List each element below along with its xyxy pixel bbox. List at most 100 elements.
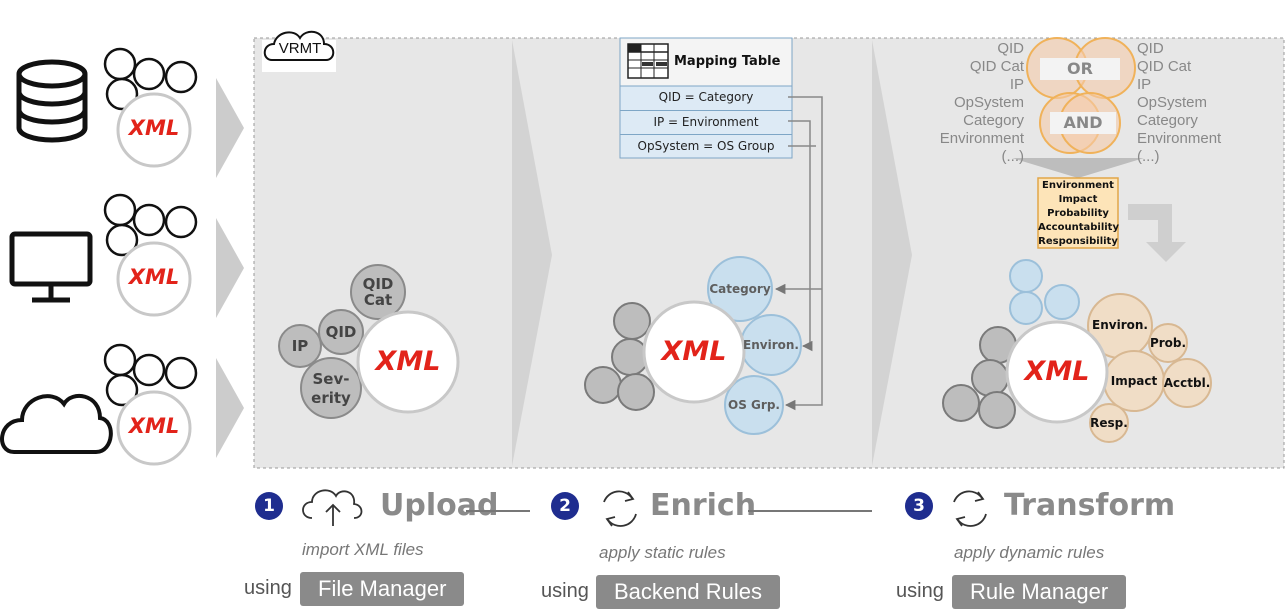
logic-right-field: (...) bbox=[1137, 148, 1160, 165]
result-item: Responsibility bbox=[1038, 236, 1118, 247]
upload-xml-circle bbox=[356, 310, 460, 414]
logic-right-field: IP bbox=[1137, 76, 1152, 93]
logic-left-field: (...) bbox=[1001, 148, 1025, 165]
transform-grey-bubbles bbox=[942, 326, 1017, 429]
enrich-label-osgroup: OS Grp. bbox=[728, 398, 780, 412]
upload-label-ip: IP bbox=[291, 337, 309, 355]
step-3-badge: 3 bbox=[905, 492, 933, 520]
result-bend-arrow bbox=[1128, 204, 1186, 262]
and-label: AND bbox=[1063, 113, 1103, 132]
enrich-label-category: Category bbox=[709, 282, 771, 296]
upload-bubble-ip bbox=[278, 324, 322, 368]
step-2-title: Enrich bbox=[650, 488, 757, 523]
input-xml-group-1 bbox=[103, 47, 198, 111]
upload-label-qidcat: QID Cat bbox=[362, 275, 394, 309]
step-3-title: Transform bbox=[1004, 488, 1176, 523]
mapping-table-title: Mapping Table bbox=[674, 54, 781, 69]
transform-tan-bubbles bbox=[1087, 293, 1212, 443]
xml-circle-2 bbox=[116, 241, 192, 317]
logic-left-field: IP bbox=[1009, 76, 1024, 93]
cloud-upload-icon bbox=[302, 489, 363, 526]
monitor-icon bbox=[9, 231, 93, 303]
enrich-xml-circle bbox=[642, 300, 746, 404]
step-3-using-label: using bbox=[896, 580, 944, 602]
mapping-connectors bbox=[774, 96, 823, 411]
transform-label-environ: Environ. bbox=[1092, 318, 1148, 332]
logic-right-field: QID bbox=[1137, 40, 1164, 57]
xml-label-input-1: XML bbox=[128, 116, 180, 140]
logic-left-field: QID bbox=[997, 40, 1024, 57]
cloud-icon bbox=[0, 394, 113, 454]
enrich-label-environ: Environ. bbox=[743, 338, 799, 352]
result-items: Environment Impact Probability Accountab… bbox=[1038, 179, 1119, 249]
step-2-using-label: using bbox=[541, 580, 589, 602]
sync-icon-2 bbox=[953, 490, 987, 527]
mapping-row: OpSystem = OS Group bbox=[620, 134, 792, 157]
xml-label-enrich: XML bbox=[661, 336, 727, 367]
logic-left-field: QID Cat bbox=[969, 58, 1024, 75]
sync-icon-1 bbox=[603, 490, 637, 527]
xml-label-input-3: XML bbox=[128, 414, 180, 438]
result-item: Accountability bbox=[1038, 222, 1119, 233]
transform-label-acctbl: Acctbl. bbox=[1163, 376, 1211, 390]
step-connector-1 bbox=[466, 510, 530, 512]
upload-bubble-qid bbox=[318, 309, 364, 355]
enrich-bubble-category bbox=[707, 256, 773, 322]
xml-circle-3 bbox=[116, 390, 192, 466]
database-icon bbox=[16, 59, 88, 143]
upload-label-severity-line1: Sev- bbox=[312, 370, 350, 388]
rule-manager-label: Rule Manager bbox=[952, 575, 1127, 609]
vrmt-logo-text: VRMT bbox=[278, 40, 322, 57]
transform-label-resp: Resp. bbox=[1090, 416, 1128, 430]
logic-down-arrow bbox=[1012, 158, 1144, 178]
input-arrow-1 bbox=[216, 78, 244, 178]
transform-label-prob: Prob. bbox=[1149, 336, 1187, 350]
input-xml-group-3 bbox=[103, 343, 198, 407]
logic-right-field: Category bbox=[1137, 112, 1198, 129]
step-2-badge: 2 bbox=[551, 492, 579, 520]
xml-circle-1 bbox=[116, 92, 192, 168]
result-box bbox=[1037, 177, 1119, 249]
mapping-row: IP = Environment bbox=[620, 110, 792, 133]
logic-right-fields: QID QID Cat IP OpSystem Category Environ… bbox=[1137, 40, 1257, 166]
and-label-bg bbox=[1050, 112, 1116, 134]
upload-label-qid: QID bbox=[325, 323, 357, 341]
step-1-title: Upload bbox=[380, 488, 499, 523]
cloud-logo-icon bbox=[262, 30, 336, 72]
transform-xml-circle bbox=[1005, 320, 1109, 424]
logic-left-field: Environment bbox=[939, 130, 1024, 147]
separator-chevron-2 bbox=[872, 40, 912, 466]
xml-label-transform: XML bbox=[1024, 356, 1090, 387]
logic-right-field: Environment bbox=[1137, 130, 1222, 147]
logic-left-fields: QID QID Cat IP OpSystem Category Environ… bbox=[910, 40, 1024, 166]
input-arrow-3 bbox=[216, 358, 244, 458]
upload-bubble-qidcat bbox=[350, 264, 406, 320]
or-label: OR bbox=[1067, 59, 1093, 78]
table-icon bbox=[627, 43, 669, 79]
logic-left-field: Category bbox=[963, 112, 1024, 129]
logic-right-field: OpSystem bbox=[1137, 94, 1208, 111]
upload-label-severity-line2: erity bbox=[311, 389, 351, 407]
result-item: Probability bbox=[1047, 208, 1109, 219]
enrich-grey-bubbles bbox=[584, 302, 655, 411]
step-1-badge: 1 bbox=[255, 492, 283, 520]
logic-right-field: QID Cat bbox=[1137, 58, 1192, 75]
file-manager-label: File Manager bbox=[300, 572, 465, 606]
result-item: Environment bbox=[1042, 180, 1114, 191]
input-arrow-2 bbox=[216, 218, 244, 318]
logic-left-field: OpSystem bbox=[953, 94, 1024, 111]
mapping-table-body bbox=[619, 85, 793, 159]
or-label-bg bbox=[1040, 58, 1120, 80]
step-2-description: apply static rules bbox=[599, 543, 726, 562]
separator-chevron-1 bbox=[512, 40, 552, 466]
backend-rules-label: Backend Rules bbox=[596, 575, 780, 609]
upload-label-severity: Sev- erity bbox=[301, 370, 361, 408]
upload-bubble-severity bbox=[300, 357, 362, 419]
mapping-table-rows: QID = Category IP = Environment OpSystem… bbox=[620, 86, 792, 158]
transform-label-impact: Impact bbox=[1110, 374, 1158, 388]
enrich-bubble-osgroup bbox=[724, 375, 784, 435]
step-3-description: apply dynamic rules bbox=[954, 543, 1105, 562]
transform-blue-bubbles bbox=[1009, 259, 1080, 325]
